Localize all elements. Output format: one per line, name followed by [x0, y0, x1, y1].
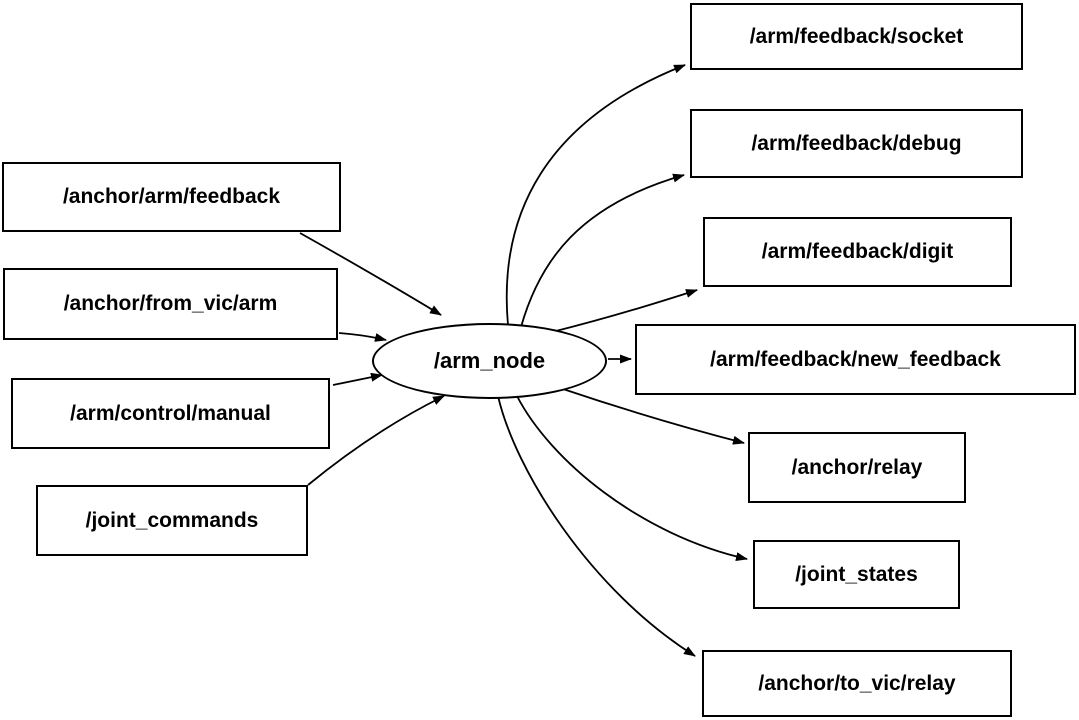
node-label: /anchor/relay [791, 455, 923, 479]
node-arm-control-manual: /arm/control/manual [11, 378, 330, 449]
edge-anchor-from-vic-arm-to-arm-node [338, 332, 387, 342]
edge-arm-node-to-anchor-relay [562, 388, 745, 445]
node-arm-feedback-socket: /arm/feedback/socket [690, 3, 1023, 70]
node-label: /joint_commands [85, 508, 259, 532]
node-label: /anchor/arm/feedback [62, 185, 281, 208]
node-joint-commands: /joint_commands [36, 485, 308, 556]
edge-arm-node-to-arm-feedback-socket [505, 64, 686, 326]
node-label: /anchor/to_vic/relay [758, 671, 956, 695]
node-anchor-from-vic-arm: /anchor/from_vic/arm [3, 268, 338, 340]
node-arm-feedback-digit: /arm/feedback/digit [703, 217, 1012, 287]
node-anchor-relay: /anchor/relay [748, 432, 966, 503]
edge-arm-node-to-anchor-to-vic-relay [497, 395, 696, 657]
node-label: /anchor/from_vic/arm [63, 292, 278, 315]
edge-arm-node-to-arm-feedback-digit [551, 289, 698, 333]
edge-arm-node-to-arm-feedback-debug [520, 173, 685, 328]
node-arm-feedback-debug: /arm/feedback/debug [690, 109, 1023, 178]
node-label: /arm_node [433, 348, 546, 373]
edge-anchor-arm-feedback-to-arm-node [299, 232, 442, 316]
node-label: /joint_states [795, 562, 918, 586]
node-anchor-arm-feedback: /anchor/arm/feedback [2, 162, 341, 232]
node-arm-node: /arm_node [372, 323, 607, 399]
node-label: /arm/feedback/new_feedback [710, 347, 1001, 371]
node-joint-states: /joint_states [753, 540, 960, 609]
node-arm-feedback-new-feedback: /arm/feedback/new_feedback [635, 324, 1076, 395]
node-label: /arm/control/manual [70, 401, 271, 425]
node-anchor-to-vic-relay: /anchor/to_vic/relay [702, 650, 1012, 717]
node-label: /arm/feedback/socket [749, 24, 964, 48]
edge-arm-control-manual-to-arm-node [332, 372, 383, 386]
edge-arm-node-to-joint-states [516, 395, 748, 561]
node-label: /arm/feedback/digit [761, 240, 954, 263]
node-label: /arm/feedback/debug [751, 131, 962, 155]
edge-joint-commands-to-arm-node [307, 395, 445, 486]
